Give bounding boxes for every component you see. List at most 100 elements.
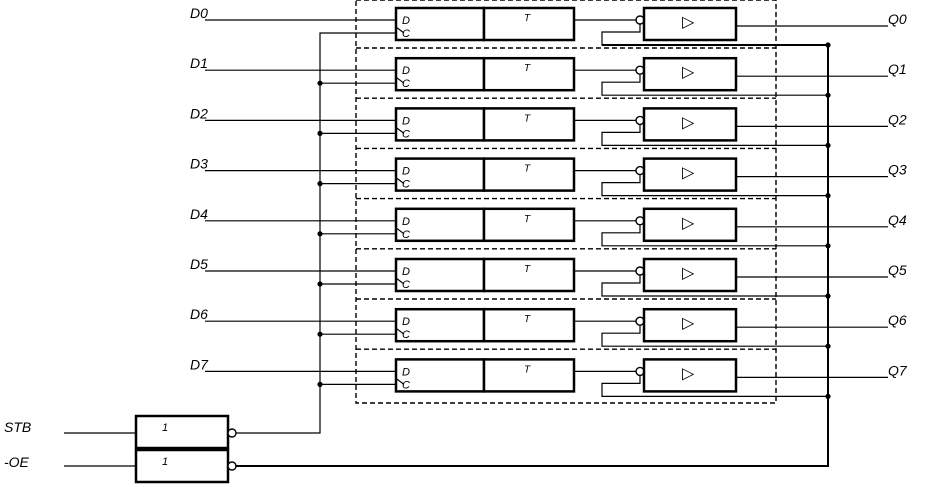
latch-t-label-7: T: [524, 364, 531, 375]
latch-t-box-4: [482, 207, 576, 243]
latch-t-box-7: [482, 358, 576, 393]
buffer-triangle-icon-2: ▷: [682, 112, 695, 131]
latch-t-label-2: T: [524, 113, 531, 124]
oe-gate-label: 1: [162, 456, 168, 468]
enable-wire-5: [601, 275, 828, 297]
oe-line: [236, 44, 829, 467]
output-label-q0: Q0: [888, 11, 907, 27]
stb-line: [236, 32, 396, 434]
latch-t-label-3: T: [524, 164, 531, 175]
input-label-d4: D4: [190, 206, 208, 222]
clock-marker-0: [395, 26, 405, 34]
latch-dc-box-5: [394, 257, 486, 293]
stb-inverter-bubble: [227, 428, 237, 438]
buffer-triangle-icon-0: ▷: [682, 12, 695, 31]
input-label-d1: D1: [190, 55, 208, 71]
oe-inverter-bubble: [227, 461, 237, 471]
stb-control: STB 1: [4, 32, 396, 450]
clock-marker-3: [395, 177, 405, 185]
buffer-box-1: [642, 56, 738, 92]
clock-marker-5: [395, 277, 405, 285]
output-label-q2: Q2: [888, 111, 907, 127]
latch-t-label-0: T: [524, 13, 531, 24]
clock-marker-1: [395, 76, 405, 84]
clock-marker-7: [395, 377, 405, 385]
latch-c-label-1: C: [402, 78, 410, 90]
clock-marker-6: [395, 327, 405, 335]
input-label-d2: D2: [190, 105, 208, 121]
stb-gate-label: 1: [162, 422, 168, 434]
clock-marker-2: [395, 126, 405, 134]
buffer-triangle-icon-7: ▷: [682, 363, 695, 382]
latch-c-label-7: C: [402, 379, 410, 391]
output-label-q6: Q6: [888, 312, 907, 328]
latch-dc-box-1: [394, 56, 486, 92]
buffer-box-0: [642, 6, 738, 42]
latch-c-label-6: C: [402, 329, 410, 341]
latch-d-label-7: D: [402, 366, 410, 378]
oe-label: -OE: [4, 454, 30, 470]
latch-d-label-2: D: [402, 115, 410, 127]
latch-dc-box-4: [394, 207, 486, 243]
input-label-d5: D5: [190, 256, 208, 272]
register-outline: [355, 0, 777, 404]
enable-wire-3: [601, 174, 828, 197]
latch-dc-box-7: [394, 358, 486, 393]
latch-c-label-2: C: [402, 128, 410, 140]
enable-wire-6: [601, 325, 828, 347]
latch-t-box-6: [482, 307, 576, 343]
enable-wire-7: [601, 375, 828, 397]
latch-c-label-5: C: [402, 279, 410, 291]
latch-d-label-0: D: [402, 15, 410, 27]
buffer-box-4: [642, 207, 738, 243]
latch-c-label-3: C: [402, 179, 410, 191]
input-label-d3: D3: [190, 156, 208, 172]
stb-label: STB: [4, 419, 31, 435]
latch-d-label-3: D: [402, 166, 410, 178]
latch-d-label-6: D: [402, 316, 410, 328]
buffer-triangle-icon-1: ▷: [682, 62, 695, 81]
input-label-d6: D6: [190, 306, 208, 322]
buffer-triangle-icon-4: ▷: [682, 213, 695, 232]
buffer-triangle-icon-5: ▷: [682, 263, 695, 282]
buffer-triangle-icon-3: ▷: [682, 163, 695, 182]
enable-wire-4: [601, 224, 828, 247]
output-label-q3: Q3: [888, 162, 907, 178]
latch-t-box-1: [482, 56, 576, 92]
latch-d-label-1: D: [402, 65, 410, 77]
clock-marker-4: [395, 227, 405, 235]
latch-c-label-4: C: [402, 229, 410, 241]
buffer-triangle-icon-6: ▷: [682, 313, 695, 332]
enable-wire-2: [601, 124, 828, 146]
oe-control: -OE 1: [4, 44, 829, 484]
enable-wire-1: [601, 74, 828, 96]
latch-d-label-5: D: [402, 266, 410, 278]
latch-t-box-0: [482, 6, 576, 42]
buffer-box-5: [642, 257, 738, 293]
latch-dc-box-6: [394, 307, 486, 343]
latch-d-label-4: D: [402, 216, 410, 228]
oe-inverter: [134, 448, 230, 484]
latch-t-label-6: T: [524, 314, 531, 325]
input-label-d7: D7: [190, 356, 209, 372]
latch-t-label-5: T: [524, 264, 531, 275]
output-label-q1: Q1: [888, 61, 907, 77]
latch-dc-box-3: [394, 157, 486, 192]
buffer-box-2: [642, 107, 738, 142]
latch-t-box-5: [482, 257, 576, 293]
output-label-q5: Q5: [888, 262, 907, 278]
latch-t-box-2: [482, 107, 576, 142]
stb-inverter: [134, 414, 230, 450]
output-label-q4: Q4: [888, 212, 907, 228]
latch-c-label-0: C: [402, 28, 410, 40]
buffer-box-6: [642, 307, 738, 343]
input-label-d0: D0: [190, 5, 208, 21]
buffer-box-3: [642, 157, 738, 192]
buffer-box-7: [642, 358, 738, 393]
output-label-q7: Q7: [888, 362, 908, 378]
latch-t-label-4: T: [524, 214, 531, 225]
latch-t-box-3: [482, 157, 576, 192]
latch-t-label-1: T: [524, 63, 531, 74]
